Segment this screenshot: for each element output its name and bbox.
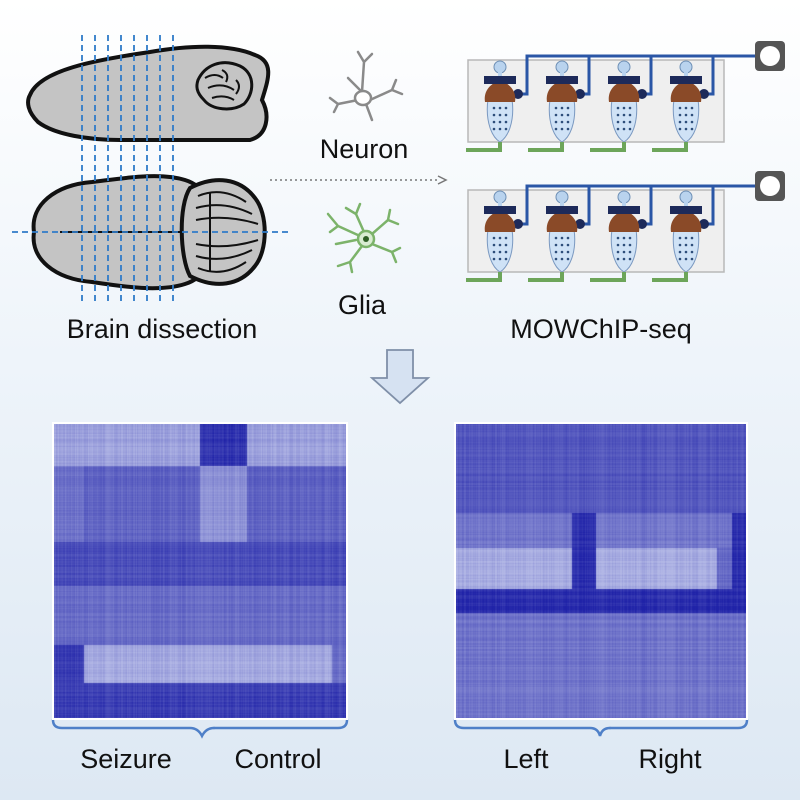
seizure-bracket [51,718,216,739]
label-control: Control [234,744,322,774]
chip-chamber [466,186,529,282]
neuron-icon [328,50,404,122]
heatmap-canvas [54,424,346,718]
label-glia: Glia [337,290,387,320]
flow-arrow [270,175,448,185]
chip-connector-icon [755,41,785,71]
chip-chamber [652,56,715,152]
left-bracket [453,718,612,737]
label-neuron: Neuron [319,134,409,164]
brain-sagittal-icon [26,44,271,142]
chip-chamber [652,186,715,282]
dissection-lines [12,35,288,305]
label-mowchip: MOWChIP-seq [510,314,692,344]
label-brain-dissection: Brain dissection [66,314,258,344]
brain-dorsal-icon [31,174,267,291]
label-right: Right [638,744,702,774]
right-bracket [608,718,749,730]
chip-connector-icon [755,171,785,201]
label-seizure: Seizure [80,744,172,774]
heatmap-seizure-control [52,422,348,720]
control-bracket [212,718,349,730]
chip-chamber [590,56,653,152]
glia-icon [326,202,402,274]
heatmap-left-right [454,422,748,720]
chip-device-1 [466,41,785,152]
chip-chamber [528,186,591,282]
down-arrow-icon [369,349,431,405]
heatmap-canvas [456,424,746,718]
chip-device-2 [466,171,785,282]
chip-chamber [528,56,591,152]
chip-chamber [590,186,653,282]
label-left: Left [503,744,549,774]
mowchip-devices [466,41,785,282]
chip-chamber [466,56,529,152]
group-brackets [51,718,749,739]
